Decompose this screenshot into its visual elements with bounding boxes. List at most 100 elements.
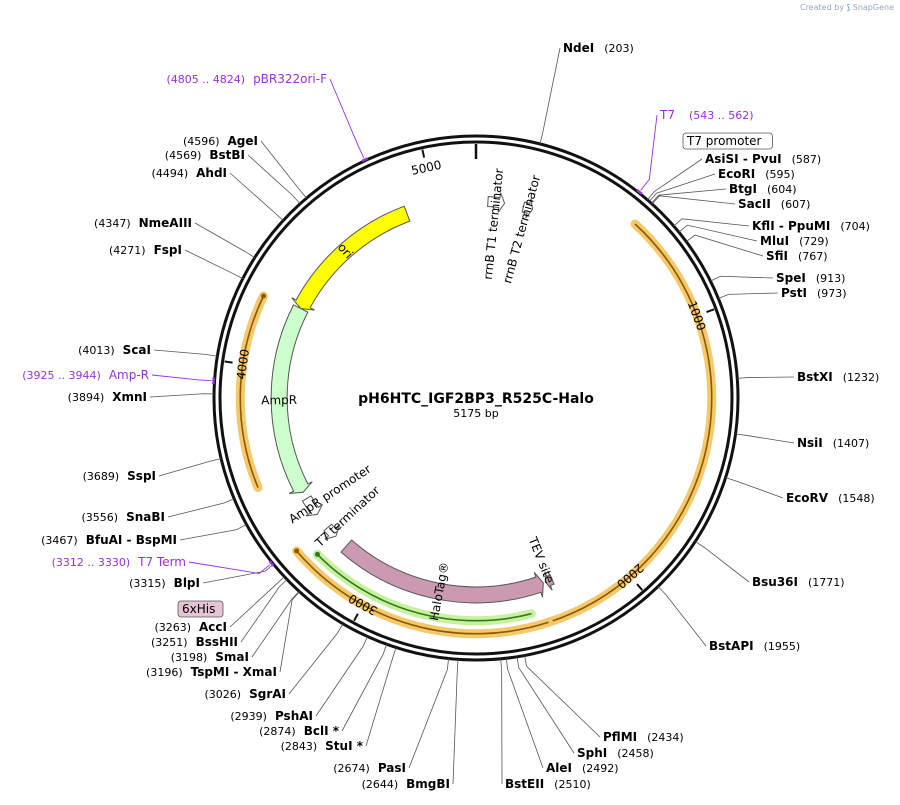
t7-promoter-box[interactable]: T7 promoter xyxy=(686,134,762,148)
site-leader-scai xyxy=(153,349,218,357)
site-ndei[interactable]: NdeI(203) xyxy=(563,41,634,55)
orf-main-highlight xyxy=(544,219,717,627)
site-bcli[interactable]: (2874)BclI * xyxy=(259,724,340,738)
site-leader-bfuai-bspmi xyxy=(179,523,247,541)
site-btgi[interactable]: BtgI(604) xyxy=(729,182,797,196)
site-leader-mlui xyxy=(678,224,758,242)
site-ecori[interactable]: EcoRI(595) xyxy=(718,167,795,181)
site-sacii[interactable]: SacII(607) xyxy=(738,197,810,211)
site-kfli-ppumi[interactable]: KflI - PpuMI(704) xyxy=(752,219,870,233)
site-blpi[interactable]: (3315)BlpI xyxy=(129,576,200,590)
site-bsteii[interactable]: BstEII(2510) xyxy=(505,777,591,791)
site-snabi[interactable]: (3556)SnaBI xyxy=(82,510,165,524)
site-ahdi[interactable]: (4494)AhdI xyxy=(152,166,227,180)
site-alei[interactable]: AleI(2492) xyxy=(546,761,619,775)
site-spei[interactable]: SpeI(913) xyxy=(776,271,845,285)
site-agei[interactable]: (4596)AgeI xyxy=(183,134,258,148)
tick-label-5000: 5000 xyxy=(410,158,443,178)
6xhis-box[interactable]: 6xHis xyxy=(182,602,215,616)
feature-rrnb-t2[interactable] xyxy=(521,198,534,219)
site-smai[interactable]: (3198)SmaI xyxy=(171,650,249,664)
site-leader-smai xyxy=(251,590,300,658)
credit-prefix: Created by xyxy=(799,3,844,12)
site-pasi[interactable]: (2674)PasI xyxy=(333,761,406,775)
site-bmgbi[interactable]: (2644)BmgBI xyxy=(362,777,450,791)
tick-label-4000: 4000 xyxy=(234,348,252,380)
site-bstapi[interactable]: BstAPI(1955) xyxy=(709,639,800,653)
tick-4000 xyxy=(224,360,233,364)
primer-t7-term[interactable]: (3312 .. 3330)T7 Term xyxy=(52,555,186,569)
backbone-outer xyxy=(212,134,740,662)
site-leader-blpi xyxy=(202,563,274,584)
site-leader-bsshii xyxy=(240,579,288,643)
feature-tev-site[interactable] xyxy=(544,571,555,591)
site-ecorv[interactable]: EcoRV(1548) xyxy=(786,491,875,505)
feature-t7-terminator[interactable] xyxy=(323,523,341,540)
primer-pbr322ori-f[interactable]: (4805 .. 4824)pBR322ori-F xyxy=(167,72,328,86)
primer-leader-t7 xyxy=(640,114,658,191)
site-leader-sacii xyxy=(651,195,736,205)
site-pshai[interactable]: (2939)PshAI xyxy=(230,709,313,723)
site-bstxi[interactable]: BstXI(1232) xyxy=(797,370,879,384)
primer-t7[interactable]: T7(543 .. 562) xyxy=(659,108,754,122)
site-leader-stui xyxy=(365,647,397,747)
site-xmni[interactable]: (3894)XmnI xyxy=(68,390,147,404)
boxed-feature-layer: T7 promoter 6xHis xyxy=(177,132,773,618)
site-bsshii[interactable]: (3251)BssHII xyxy=(151,635,238,649)
site-nmeaiii[interactable]: (4347)NmeAIII xyxy=(94,216,192,230)
site-sphi[interactable]: SphI(2458) xyxy=(577,746,654,760)
site-layer: NdeI(203) AsiSI - PvuI(587)EcoRI(595)BtgI… xyxy=(41,41,879,791)
orf-igf-arrowhead xyxy=(294,548,300,554)
site-leader-nmeaiii xyxy=(194,222,256,258)
feature-halotag[interactable] xyxy=(340,539,544,604)
site-sspi[interactable]: (3689)SspI xyxy=(83,469,156,483)
primer-amp-r[interactable]: (3925 .. 3944)Amp-R xyxy=(22,368,149,382)
site-pflmi[interactable]: PflMI(2434) xyxy=(603,730,684,744)
feature-label-tev-site: TEV site xyxy=(525,534,556,585)
credit: Created by ⟆ SnapGene xyxy=(800,3,894,12)
feature-label-rrnb-t2: rrnB T2 terminator xyxy=(500,173,543,284)
site-leader-bmgbi xyxy=(452,659,459,785)
site-leader-xmni xyxy=(149,393,215,398)
site-sgrai[interactable]: (3026)SgrAI xyxy=(205,687,286,701)
site-tspmi-xmai[interactable]: (3196)TspMI - XmaI xyxy=(146,665,277,679)
site-leader-pshai xyxy=(315,636,368,717)
site-asisi-pvui[interactable]: AsiSI - PvuI(587) xyxy=(705,152,821,166)
site-leader-ahdi xyxy=(229,172,284,221)
t7-promoter-box-frame xyxy=(682,132,773,150)
site-leader-nsii xyxy=(735,433,795,444)
site-leader-ndei xyxy=(539,47,561,145)
feature-ampr-promoter[interactable] xyxy=(301,495,323,517)
site-stui[interactable]: (2843)StuI * xyxy=(281,739,364,753)
primer-leader-amp-r xyxy=(151,374,212,382)
tick-1000 xyxy=(706,308,715,314)
site-acci[interactable]: (3263)AccI xyxy=(154,620,227,634)
site-leader-sfii xyxy=(685,234,764,257)
site-nsii[interactable]: NsiI(1407) xyxy=(797,436,869,450)
site-fspi[interactable]: (4271)FspI xyxy=(109,243,182,257)
feature-ori[interactable] xyxy=(291,205,411,311)
site-leader-sspi xyxy=(158,458,222,477)
site-leader-bsu36i xyxy=(695,541,750,583)
plasmid-size: 5175 bp xyxy=(453,407,498,420)
site-leader-sphi xyxy=(516,656,575,754)
site-mlui[interactable]: MluI(729) xyxy=(760,234,829,248)
6xhis-box-frame xyxy=(177,600,224,618)
feature-label-rrnb-t1: rrnB T1 terminator xyxy=(481,168,506,281)
site-scai[interactable]: (4013)ScaI xyxy=(78,343,151,357)
site-psti[interactable]: PstI(973) xyxy=(781,286,847,300)
site-leader-kfli-ppumi xyxy=(673,218,750,227)
orf-halo-arrowhead xyxy=(314,551,320,557)
backbone-layer xyxy=(212,134,740,662)
snapgene-logo-icon: ⟆ xyxy=(846,3,851,12)
feature-ampr[interactable] xyxy=(270,304,313,495)
site-bsu36i[interactable]: Bsu36I(1771) xyxy=(752,575,845,589)
feature-rrnb-t1[interactable] xyxy=(487,192,506,213)
site-leader-ecorv xyxy=(725,477,784,499)
site-leader-agei xyxy=(260,140,307,199)
site-leader-pflmi xyxy=(524,655,601,738)
site-sfii[interactable]: SfiI(767) xyxy=(766,249,828,263)
site-leader-ecori xyxy=(648,173,716,202)
site-bfuai-bspmi[interactable]: (3467)BfuAI - BspMI xyxy=(41,533,177,547)
site-bstbi[interactable]: (4569)BstBI xyxy=(165,148,245,162)
